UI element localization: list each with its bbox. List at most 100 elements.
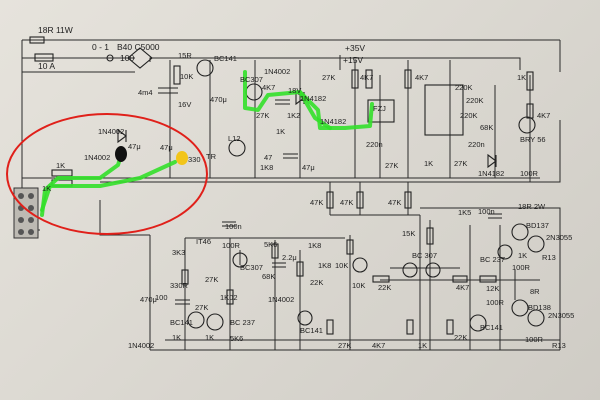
transistor-bc141-c [297, 310, 313, 326]
label-r47k-b: 47K [340, 198, 353, 207]
label-r1k-tr: 1K [517, 73, 526, 82]
label-c470u: 470μ [210, 95, 227, 104]
resistor-4k7-tr [526, 103, 534, 119]
label-r1k-m: 1K [276, 127, 285, 136]
label-r220k-c: 220K [460, 111, 478, 120]
label-r13-b: R13 [552, 341, 566, 350]
label-c47u-m: 47μ [160, 143, 173, 152]
label-r1k02: 1K02 [220, 293, 238, 302]
label-r4k7-e: 4K7 [372, 341, 385, 350]
label-r3k3: 3K3 [172, 248, 185, 257]
label-bc141a: BC141 [214, 54, 237, 63]
label-bc237-r: BC 237 [480, 255, 505, 264]
resistor-1k-tr [526, 71, 534, 91]
label-d15r: 15R [178, 51, 192, 60]
label-r1k-bb: 1K [172, 333, 181, 342]
transistor-bc237-b [206, 313, 224, 331]
resistor-22k-b [446, 319, 454, 335]
label-r1k-r: 1K [424, 159, 433, 168]
fuse-10a [34, 53, 54, 62]
label-n4182a: 1N4182 [300, 94, 326, 103]
label-c220n-a: 220n [366, 140, 383, 149]
resistor-22k-a [372, 275, 390, 283]
label-bc307a: BC307 [240, 75, 263, 84]
label-c330: 330 [188, 155, 201, 164]
label-r22k-a: 22K [378, 283, 391, 292]
label-r100r-l: 100R [222, 241, 241, 250]
transistor-bc-a [402, 262, 418, 278]
resistor-27k [351, 69, 359, 89]
component-labels: 18R 11W 0 - 1 10 A B40 C5000 100 +35V +1… [38, 25, 574, 350]
label-c2u2: 2.2μ [282, 253, 297, 262]
label-r27k-b2: 27K [338, 341, 351, 350]
cap-47u-m [283, 153, 298, 159]
label-r220k-a: 220K [455, 83, 473, 92]
label-supply-15: +15V [343, 55, 363, 65]
resistor-4k7 [365, 69, 373, 89]
resistor-27k-b [326, 319, 334, 335]
resistor-15k [426, 227, 434, 245]
label-r15k: 15K [402, 229, 415, 238]
black-marker [115, 146, 127, 162]
label-bridge-num: 100 [120, 53, 134, 63]
highlight-trace [40, 70, 374, 217]
label-bd138: BD138 [528, 303, 551, 312]
transistor-bc141-d [187, 311, 205, 329]
label-bry56: BRY 56 [520, 135, 546, 144]
label-r1k2: 1K2 [287, 111, 300, 120]
label-bridge: B40 C5000 [117, 42, 160, 52]
label-c220n-b: 220n [468, 140, 485, 149]
cap-4m4 [158, 87, 178, 94]
resistor-1k02 [226, 289, 234, 305]
label-bc307b: BC 307 [412, 251, 437, 260]
label-r22k-b: 22K [454, 333, 467, 342]
label-n4002-l2: 1N4002 [84, 153, 110, 162]
label-bd137: BD137 [526, 221, 549, 230]
label-n4182c: 1N4182 [478, 169, 504, 178]
label-r100r-b: 100R [486, 298, 505, 307]
label-n4002-l: 1N4002 [98, 127, 124, 136]
label-v18: 18V [288, 86, 301, 95]
resistor-10k-m [346, 239, 354, 255]
label-r27k-l: 27K [205, 275, 218, 284]
label-r4k7-c: 4K7 [415, 73, 428, 82]
diode-1n4182-c [487, 153, 497, 169]
label-fzj: FZJ [373, 104, 386, 113]
resistor-47k-a [326, 191, 334, 209]
resistor-12k [479, 275, 497, 283]
transistor-bc307-d [232, 252, 248, 268]
label-r220k-b: 220K [466, 96, 484, 105]
label-r100r-r: 100R [520, 169, 539, 178]
label-r100r-r2: 100R [512, 263, 531, 272]
label-tr: TR [206, 152, 217, 161]
label-r100-x: 100 [155, 293, 168, 302]
label-r4k7-a: 4K7 [262, 83, 275, 92]
label-n4002b: 1N4002 [268, 295, 294, 304]
resistor-1k-l [51, 169, 73, 177]
label-r10k-b: 10K [335, 261, 348, 270]
bridge-rectifier [127, 47, 153, 69]
cap-470u-b [175, 299, 190, 305]
label-r1k-l2: 1K [42, 184, 51, 193]
resistor-47k-b [356, 191, 364, 209]
label-l12: L12 [228, 134, 241, 143]
label-r10k-top: 10K [180, 72, 193, 81]
label-c470u-b: 470μ [140, 295, 157, 304]
resistor-47k-c [404, 191, 412, 209]
label-r12k: 12K [486, 284, 499, 293]
transistor-bc141-b [469, 314, 487, 332]
resistor-5k6 [271, 243, 279, 259]
annotation-circle [6, 113, 208, 235]
switch-lamp [106, 54, 114, 62]
label-2n3055-a: 2N3055 [546, 233, 572, 242]
label-n4002a: 1N4002 [264, 67, 290, 76]
resistor-4k7-b [404, 69, 412, 89]
label-r8r: 8R [530, 287, 540, 296]
resistor-10k [173, 65, 181, 85]
label-r5k6: 5K6 [264, 240, 277, 249]
label-r330r: 330R [170, 281, 189, 290]
resistor-27k-l [181, 269, 189, 285]
transistor-bry56 [518, 116, 536, 134]
label-r68k-b: 68K [262, 272, 275, 281]
